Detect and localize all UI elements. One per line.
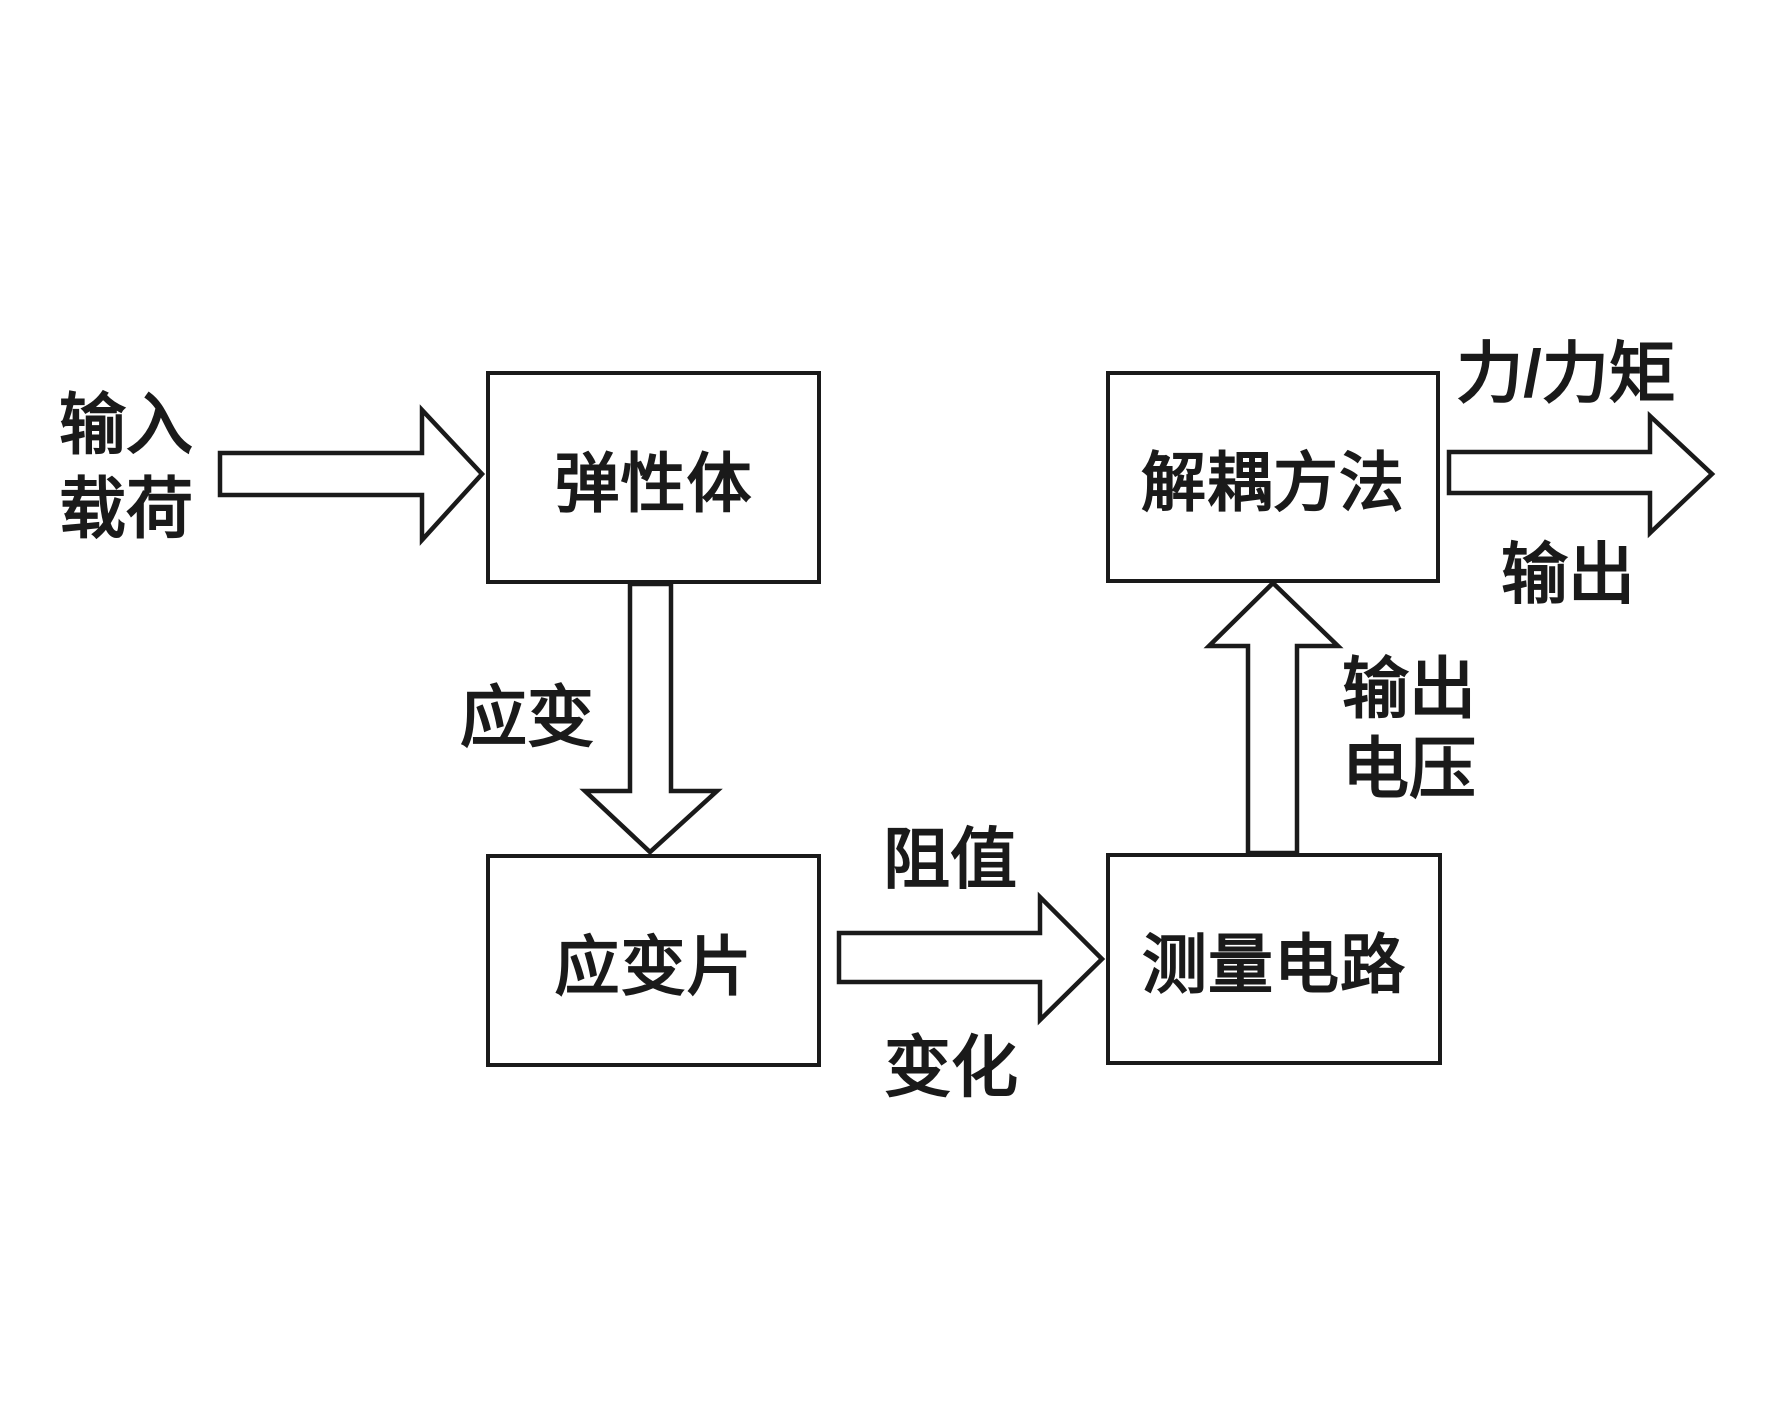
input-load-arrow (217, 404, 486, 546)
node-strain-gauge-label: 应变片 (554, 929, 753, 1003)
output-voltage-line1: 输出 (1342, 652, 1476, 727)
strain-arrow (579, 581, 723, 856)
node-strain-gauge: 应变片 (486, 854, 821, 1067)
node-measurement-circuit: 测量电路 (1106, 853, 1442, 1065)
force-torque-arrow (1446, 410, 1716, 539)
output-label: 输出 (1501, 537, 1635, 613)
input-load-label: 输入 载荷 (59, 384, 193, 552)
node-elastic-body-label: 弹性体 (554, 446, 753, 520)
node-decoupling-method: 解耦方法 (1106, 371, 1440, 583)
output-voltage-line2: 电压 (1342, 732, 1476, 807)
output-voltage-arrow (1203, 579, 1344, 856)
resistance-change-arrow (836, 891, 1106, 1026)
node-elastic-body: 弹性体 (486, 371, 821, 584)
node-decoupling-method-label: 解耦方法 (1140, 446, 1405, 519)
input-load-line1: 输入 (59, 388, 193, 463)
input-load-line2: 载荷 (59, 472, 193, 547)
change-label: 变化 (884, 1030, 1018, 1106)
resistance-label: 阻值 (883, 822, 1017, 898)
strain-label: 应变 (460, 680, 594, 756)
node-measurement-circuit-label: 测量电路 (1141, 928, 1406, 1001)
force-torque-label: 力/力矩 (1456, 336, 1676, 412)
output-voltage-label: 输出 电压 (1342, 650, 1476, 810)
